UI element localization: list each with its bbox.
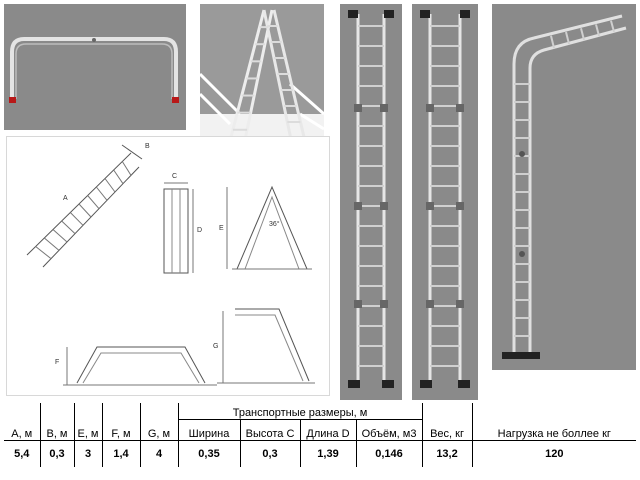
column-header: Объём, м3 <box>355 419 423 441</box>
dim-label-d: D <box>197 227 203 234</box>
value-cell: 0,3 <box>239 440 300 467</box>
dim-label-c: C <box>172 173 178 180</box>
value-cell: 0,35 <box>177 440 240 467</box>
value-cell: 5,4 <box>4 440 40 467</box>
photo-l-shaped-ladder <box>492 4 636 370</box>
column-header: Е, м <box>73 419 102 441</box>
dim-label-g: G <box>213 343 219 350</box>
value-cell: 0,146 <box>355 440 423 467</box>
column-header: F, м <box>101 419 140 441</box>
dim-label-e: E <box>219 225 224 232</box>
column-header: Высота С <box>239 419 300 441</box>
dim-label-b: B <box>145 143 150 150</box>
value-cell: 1,39 <box>299 440 356 467</box>
value-cell: 3 <box>73 440 102 467</box>
dim-label-angle: 36° <box>269 221 280 228</box>
technical-drawing-panel: A B C D E 36° F G <box>6 136 330 396</box>
column-header: Длина D <box>299 419 356 441</box>
value-cell: 0,3 <box>39 440 74 467</box>
column-header: Ширина <box>177 419 240 441</box>
column-header: Вес, кг <box>421 419 473 441</box>
column-header: G, м <box>139 419 178 441</box>
column-header: Нагрузка не боллее кг <box>471 419 637 441</box>
transport-dimensions-header: Транспортные размеры, м <box>177 403 423 420</box>
value-cell: 4 <box>139 440 178 467</box>
photo-straight-ladder-2 <box>412 4 478 400</box>
column-header: В, м <box>39 419 74 441</box>
photo-straight-ladder-1 <box>340 4 402 400</box>
value-cell: 1,4 <box>101 440 140 467</box>
dim-label-a: A <box>63 195 68 202</box>
value-cell: 120 <box>471 440 637 467</box>
photo-bridge-configuration <box>4 4 186 130</box>
value-cell: 13,2 <box>421 440 473 467</box>
column-header: А, м <box>11 428 33 440</box>
dim-label-f: F <box>55 359 60 366</box>
